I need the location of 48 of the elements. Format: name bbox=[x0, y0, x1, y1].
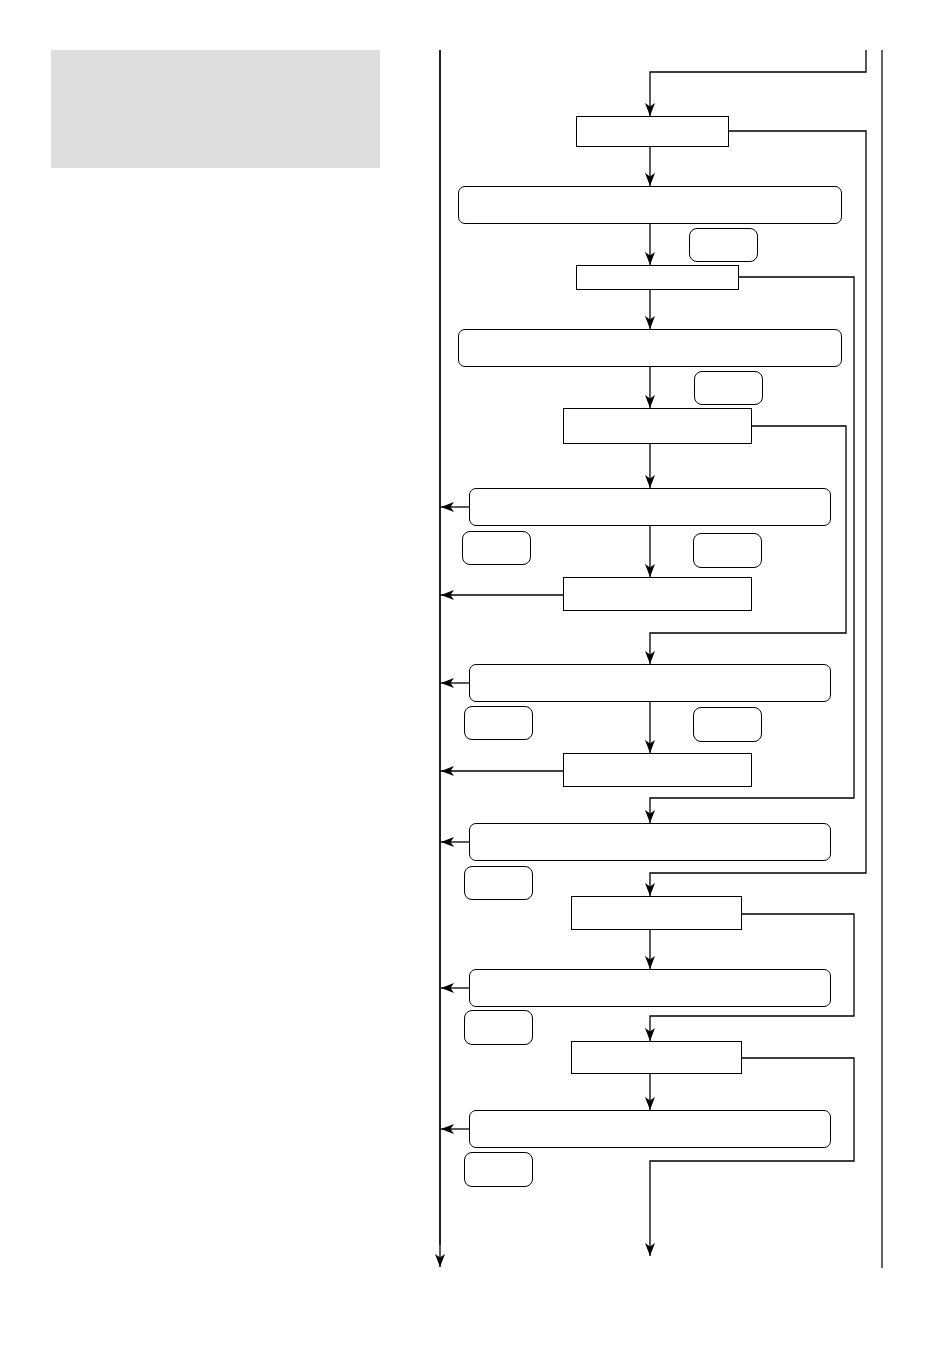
rounded-process-box bbox=[469, 664, 831, 702]
rounded-process-box bbox=[469, 1110, 831, 1148]
small-rounded-box bbox=[693, 707, 762, 742]
small-rounded-box bbox=[464, 1010, 533, 1045]
shaded-panel bbox=[51, 50, 380, 168]
arrow bbox=[645, 701, 655, 754]
process-box bbox=[563, 577, 752, 611]
arrow bbox=[440, 502, 470, 512]
process-box bbox=[571, 896, 742, 930]
arrow bbox=[645, 425, 847, 665]
bus-line bbox=[439, 50, 441, 1245]
rounded-process-box bbox=[469, 823, 831, 861]
rounded-process-box bbox=[469, 488, 831, 526]
process-box bbox=[563, 408, 752, 444]
small-rounded-box bbox=[689, 228, 758, 262]
small-rounded-box bbox=[464, 1152, 533, 1187]
arrow bbox=[435, 1244, 445, 1268]
arrow bbox=[440, 766, 564, 776]
process-box bbox=[571, 1041, 742, 1074]
rounded-process-box bbox=[458, 329, 842, 367]
arrow bbox=[645, 443, 655, 489]
arrow bbox=[440, 590, 564, 600]
arrow bbox=[645, 223, 655, 266]
process-box bbox=[576, 116, 729, 147]
arrow bbox=[645, 366, 655, 409]
arrow bbox=[645, 289, 655, 330]
rounded-process-box bbox=[458, 186, 842, 224]
small-rounded-box bbox=[694, 371, 763, 405]
arrow bbox=[645, 913, 855, 1042]
arrow bbox=[645, 1073, 655, 1111]
arrow bbox=[440, 837, 470, 847]
arrow bbox=[645, 146, 655, 187]
arrow bbox=[440, 1124, 470, 1134]
arrow bbox=[645, 929, 655, 970]
arrow bbox=[645, 1057, 855, 1257]
arrow bbox=[440, 983, 470, 993]
process-box bbox=[576, 265, 739, 290]
arrow bbox=[440, 678, 470, 688]
arrow bbox=[645, 276, 855, 824]
arrow bbox=[645, 525, 655, 578]
arrow bbox=[645, 49, 867, 117]
small-rounded-box bbox=[462, 531, 531, 565]
small-rounded-box bbox=[464, 706, 533, 740]
small-rounded-box bbox=[464, 866, 533, 900]
process-box bbox=[563, 753, 752, 787]
small-rounded-box bbox=[693, 533, 762, 568]
rounded-process-box bbox=[469, 969, 831, 1007]
arrow bbox=[645, 130, 867, 897]
